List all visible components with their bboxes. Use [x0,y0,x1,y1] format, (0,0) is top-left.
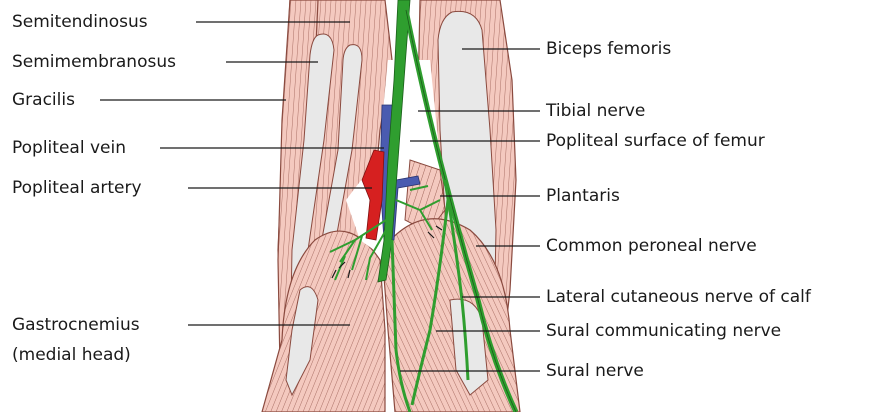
label-gastrocnemius-medial-head: (medial head) [12,345,131,365]
label-common-peroneal-nerve: Common peroneal nerve [546,236,757,256]
label-gracilis: Gracilis [12,90,75,110]
label-sural-nerve: Sural nerve [546,361,644,381]
label-semimembranosus: Semimembranosus [12,52,176,72]
label-popliteal-vein: Popliteal vein [12,138,126,158]
label-popliteal-artery: Popliteal artery [12,178,142,198]
label-lateral-cutaneous-nerve: Lateral cutaneous nerve of calf [546,287,811,307]
label-gastrocnemius: Gastrocnemius [12,315,140,335]
label-sural-communicating-nerve: Sural communicating nerve [546,321,781,341]
label-semitendinosus: Semitendinosus [12,12,148,32]
label-plantaris: Plantaris [546,186,620,206]
label-biceps-femoris: Biceps femoris [546,39,671,59]
label-tibial-nerve: Tibial nerve [546,101,645,121]
label-popliteal-surface: Popliteal surface of femur [546,131,765,151]
